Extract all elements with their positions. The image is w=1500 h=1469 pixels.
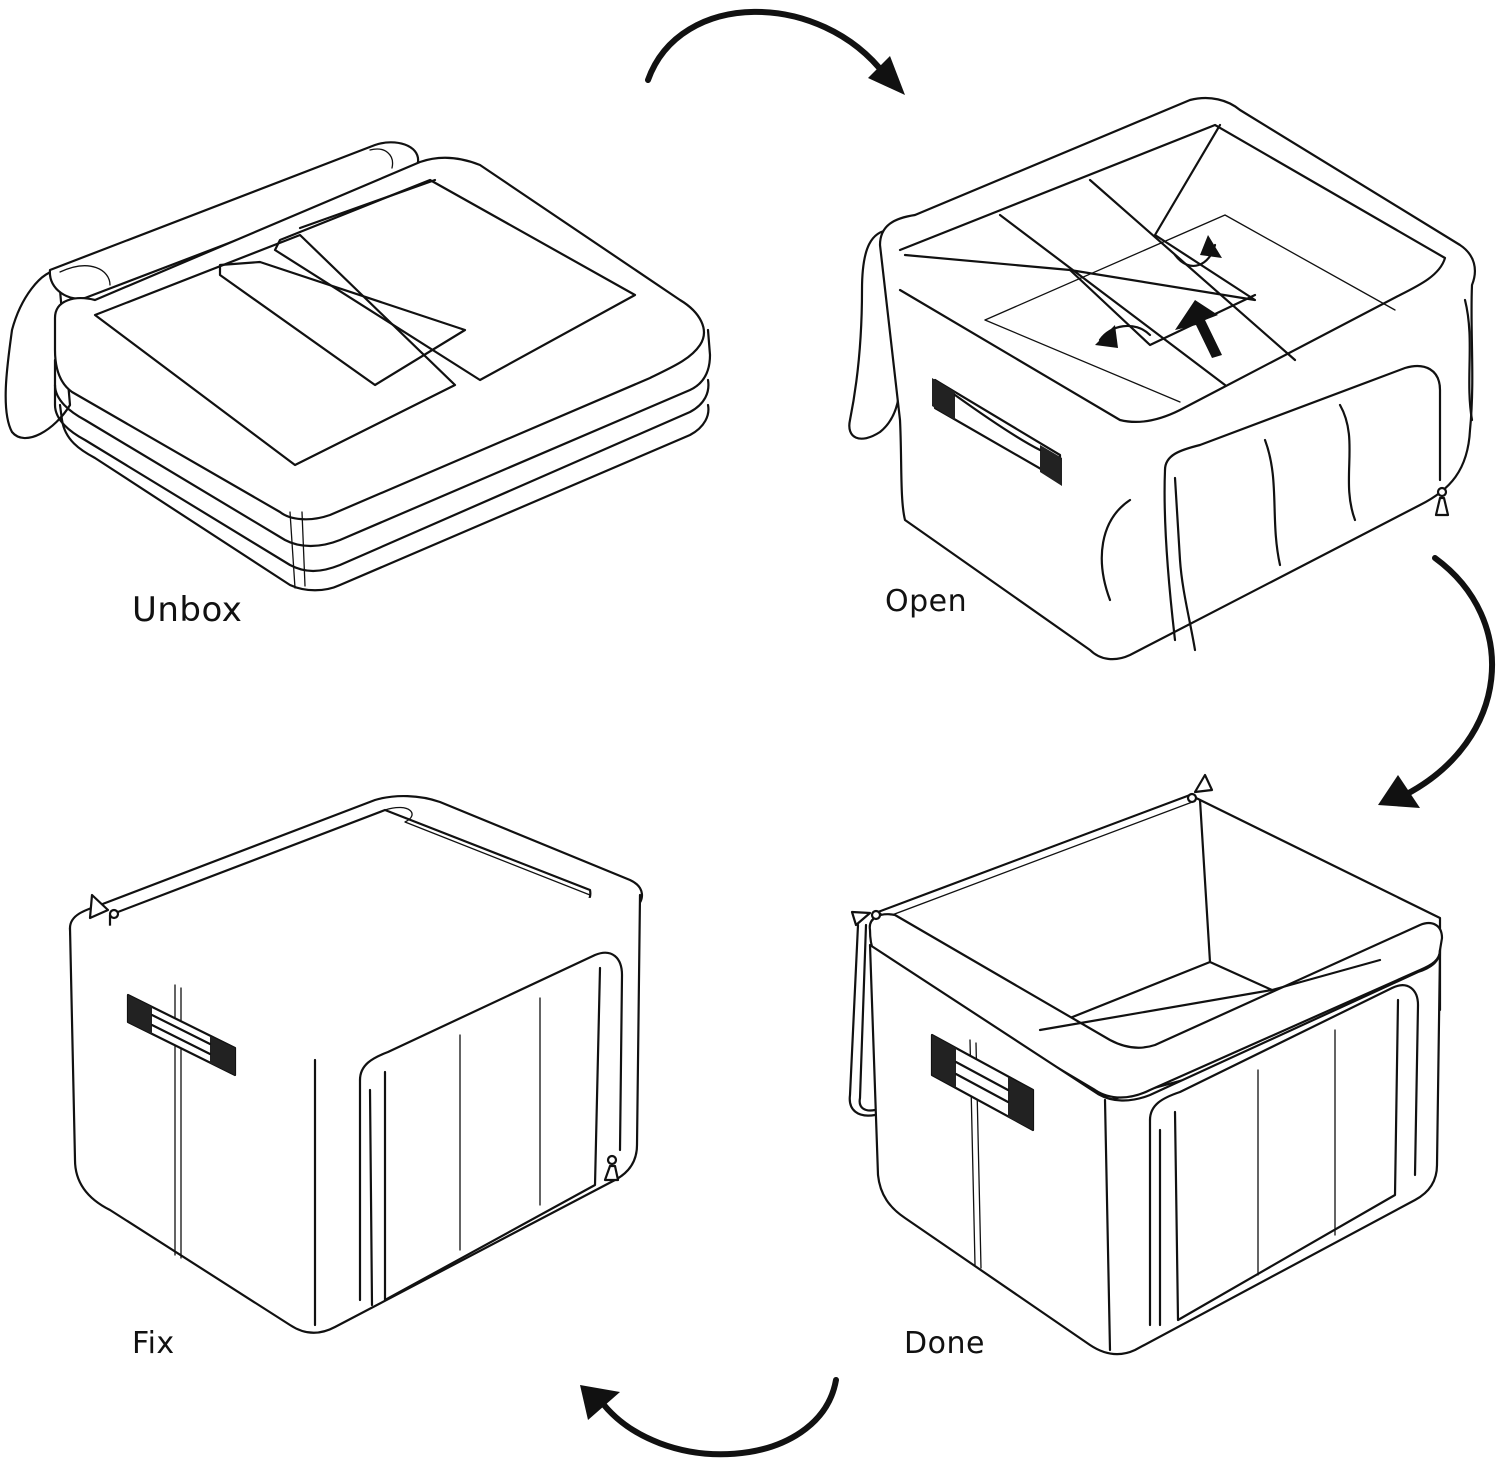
step-label-unbox: Unbox [132,590,243,630]
arrow-done-to-fix [580,1377,839,1458]
arrow-open-to-done [1378,555,1495,808]
arrow-unbox-to-open [645,8,905,95]
step-label-open: Open [885,584,968,619]
step-label-fix: Fix [132,1326,175,1361]
unbox-box-illustration [4,141,712,592]
done-box-illustration [848,773,1444,1356]
open-box-illustration [848,96,1476,661]
step-label-done: Done [904,1326,985,1361]
fix-box-illustration [68,794,643,1334]
